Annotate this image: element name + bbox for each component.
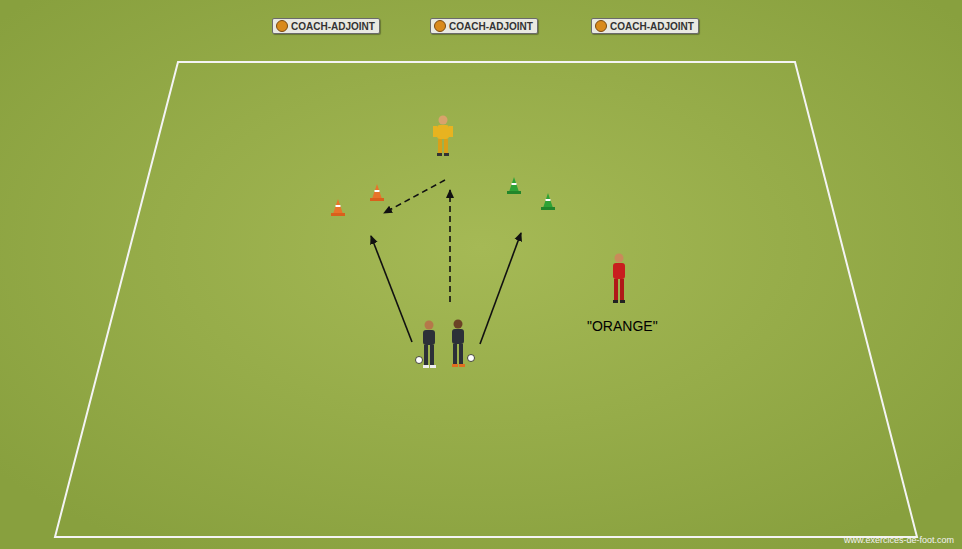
- pitch-lines: [55, 62, 917, 537]
- callout-text: "ORANGE": [587, 318, 658, 334]
- logo-badge: COACH-ADJOINT: [591, 18, 699, 34]
- logo-badge: COACH-ADJOINT: [272, 18, 380, 34]
- coach: [613, 254, 625, 304]
- run-arrows: [371, 233, 521, 344]
- orange-cones: [331, 184, 384, 216]
- logo-badge: COACH-ADJOINT: [430, 18, 538, 34]
- watermark: COACH-ADJOINT: [610, 21, 694, 32]
- players: [416, 320, 475, 369]
- watermark: COACH-ADJOINT: [291, 21, 375, 32]
- pass-arrows: [384, 180, 450, 302]
- watermark: www.exercices-de-foot.com: [844, 535, 954, 545]
- logo-icon: [595, 20, 607, 32]
- goalkeeper: [433, 116, 453, 157]
- logo-icon: [434, 20, 446, 32]
- logo-icon: [276, 20, 288, 32]
- green-cones: [507, 177, 555, 210]
- watermark: COACH-ADJOINT: [449, 21, 533, 32]
